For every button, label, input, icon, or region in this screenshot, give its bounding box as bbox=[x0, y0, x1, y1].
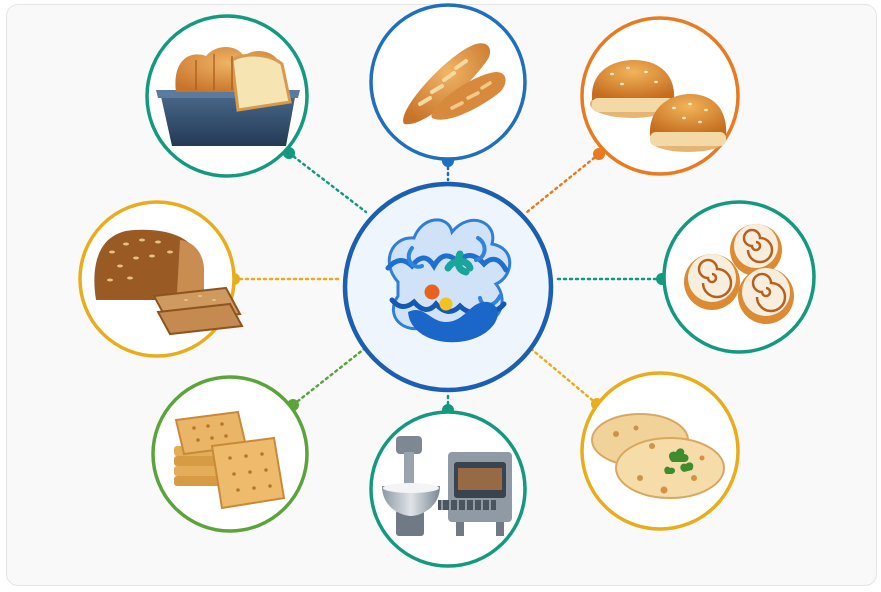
enzyme-hub bbox=[342, 181, 554, 393]
pan-bread-loaf-icon bbox=[156, 47, 300, 146]
node-baguette bbox=[369, 3, 527, 161]
node-burger-buns bbox=[580, 16, 740, 176]
whole-grain-bread-icon bbox=[94, 229, 244, 336]
mixer-and-oven-icon bbox=[382, 436, 512, 536]
enzyme-protein-structure-icon bbox=[385, 218, 512, 343]
baguette-icon bbox=[403, 43, 506, 125]
flatbread-icon bbox=[591, 413, 725, 499]
crackers-icon bbox=[174, 410, 286, 510]
connector-whole-grain-bread bbox=[228, 273, 342, 285]
node-flatbread bbox=[580, 371, 740, 531]
cinnamon-rolls-icon bbox=[684, 224, 794, 324]
node-cinnamon-rolls bbox=[662, 200, 816, 354]
node-crackers bbox=[151, 375, 309, 533]
connector-pan-bread bbox=[283, 147, 368, 214]
node-whole-grain-bread bbox=[78, 200, 244, 358]
burger-buns-icon bbox=[590, 60, 727, 152]
connector-flatbread bbox=[528, 346, 603, 410]
node-industrial-equipment bbox=[369, 410, 527, 568]
node-pan-bread bbox=[145, 14, 309, 178]
connector-burger-buns bbox=[525, 148, 605, 214]
connector-crackers bbox=[287, 347, 366, 411]
connector-cinnamon-rolls bbox=[553, 273, 668, 285]
